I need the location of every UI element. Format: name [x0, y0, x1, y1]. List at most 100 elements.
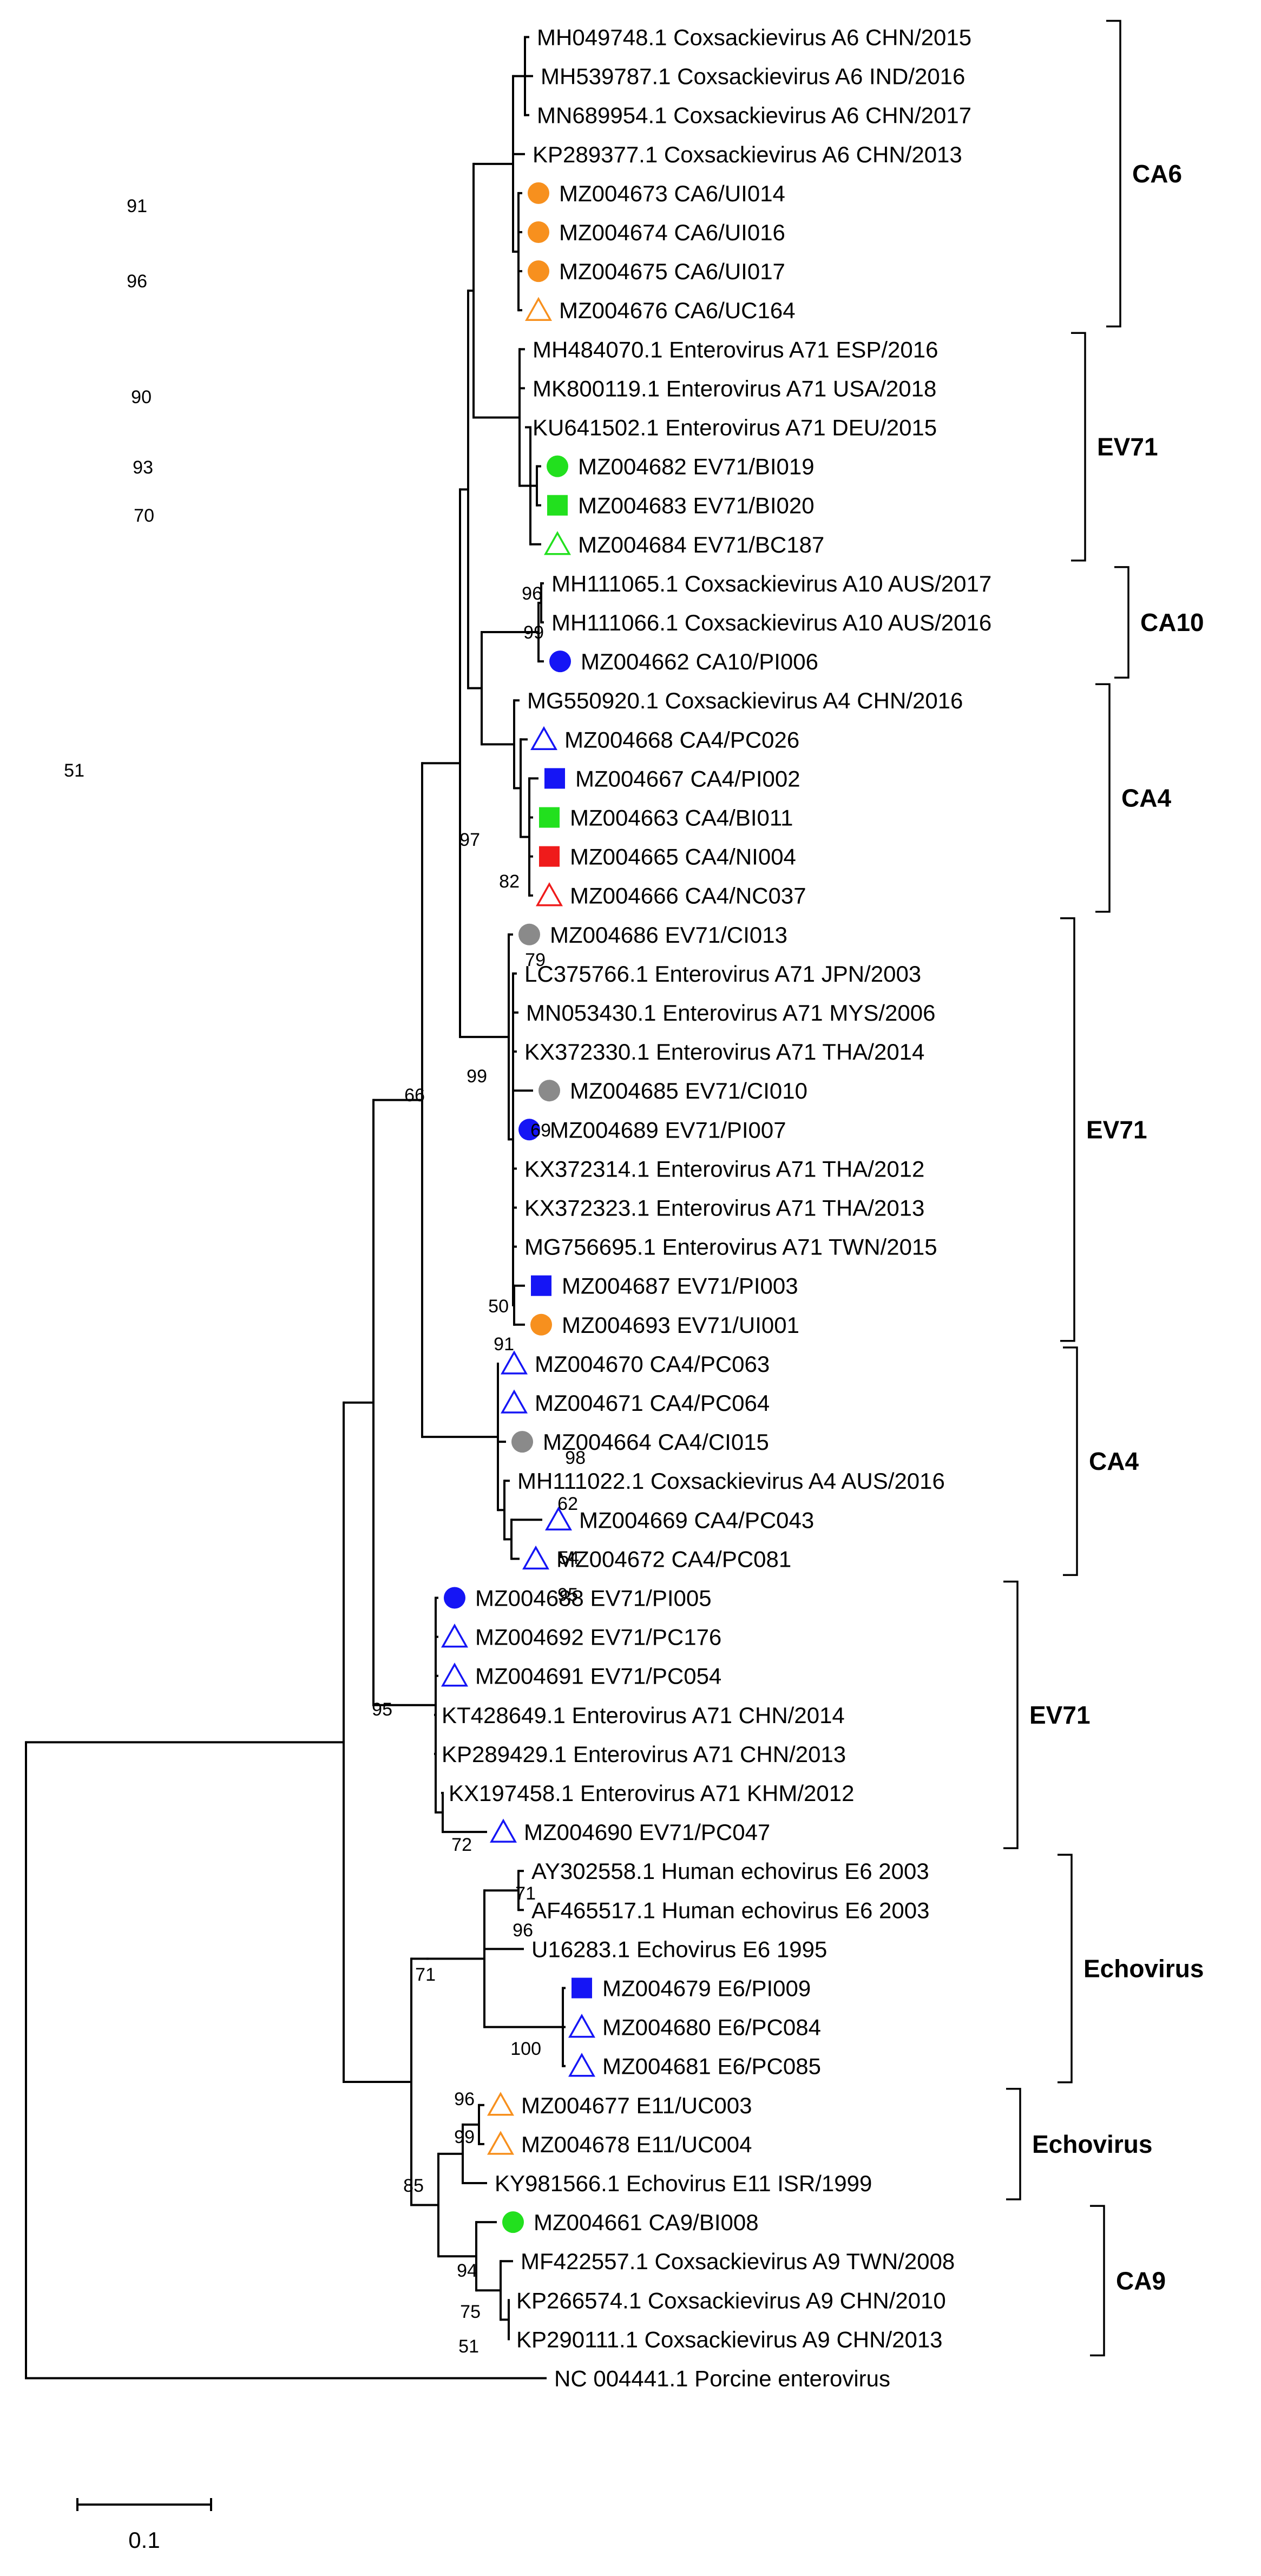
taxon-label: MZ004680 E6/PC084 — [602, 2015, 821, 2040]
bootstrap-value: 71 — [515, 1883, 536, 1904]
taxon-label: MZ004690 EV71/PC047 — [524, 1819, 770, 1845]
bootstrap-value: 66 — [404, 1085, 425, 1106]
bootstrap-value: 99 — [454, 2127, 475, 2147]
taxon-label: MZ004688 EV71/PI005 — [475, 1586, 712, 1611]
marker-square-blue — [572, 1977, 592, 1999]
marker-triangle-blue — [441, 1662, 468, 1687]
bootstrap-value: 94 — [457, 2260, 477, 2281]
taxon-label: MZ004663 CA4/BI011 — [570, 805, 793, 831]
taxon-label: MZ004674 CA6/UI016 — [559, 220, 785, 245]
clade-label: CA9 — [1116, 2266, 1166, 2295]
clade-label: EV71 — [1029, 1701, 1091, 1729]
bootstrap-value: 96 — [454, 2089, 475, 2110]
marker-triangle-green — [544, 531, 571, 555]
marker-square-blue — [531, 1275, 551, 1296]
bootstrap-value: 91 — [494, 1334, 514, 1355]
marker-circle-blue — [518, 1119, 540, 1141]
marker-triangle-blue — [530, 726, 557, 751]
bootstrap-value: 98 — [565, 1448, 586, 1468]
taxon-label: MZ004666 CA4/NC037 — [570, 883, 806, 909]
taxon-label: KY981566.1 Echovirus E11 ISR/1999 — [495, 2171, 872, 2196]
bootstrap-value: 91 — [127, 196, 147, 216]
taxon-label: MZ004677 E11/UC003 — [521, 2093, 752, 2118]
marker-circle-gray — [511, 1431, 533, 1453]
marker-circle-blue — [549, 650, 571, 673]
marker-triangle-orange — [487, 2131, 514, 2155]
taxon-label: MZ004681 E6/PC085 — [602, 2054, 821, 2079]
clade-bracket — [1095, 683, 1111, 913]
taxon-label: KU641502.1 Enterovirus A71 DEU/2015 — [533, 415, 937, 441]
bootstrap-value: 99 — [523, 622, 544, 643]
bootstrap-value: 69 — [530, 1120, 551, 1141]
taxon-label: MZ004687 EV71/PI003 — [562, 1273, 798, 1299]
taxon-label: MZ004684 EV71/BC187 — [578, 532, 824, 557]
bootstrap-value: 85 — [403, 2176, 424, 2196]
taxon-label: KP289429.1 Enterovirus A71 CHN/2013 — [442, 1742, 846, 1767]
taxon-label: MG756695.1 Enterovirus A71 TWN/2015 — [524, 1234, 937, 1260]
bootstrap-value: 95 — [372, 1699, 392, 1720]
taxon-label: MF422557.1 Coxsackievirus A9 TWN/2008 — [521, 2249, 955, 2274]
marker-circle-orange — [530, 1313, 552, 1336]
clade-bracket — [1114, 566, 1129, 679]
clade-bracket — [1106, 19, 1121, 327]
taxon-label: MZ004686 EV71/CI013 — [550, 922, 787, 948]
bootstrap-value: 100 — [510, 2039, 541, 2059]
taxon-label: MK800119.1 Enterovirus A71 USA/2018 — [533, 376, 936, 401]
bootstrap-value: 96 — [522, 583, 542, 604]
bootstrap-value: 96 — [127, 271, 147, 292]
taxon-label: MH049748.1 Coxsackievirus A6 CHN/2015 — [537, 25, 971, 50]
taxon-label: MZ004676 CA6/UC164 — [559, 298, 796, 323]
bootstrap-value: 79 — [525, 950, 546, 970]
taxon-label: MZ004662 CA10/PI006 — [581, 649, 818, 674]
marker-circle-blue — [444, 1587, 465, 1609]
taxon-label: KP289377.1 Coxsackievirus A6 CHN/2013 — [533, 142, 962, 167]
taxon-label: MG550920.1 Coxsackievirus A4 CHN/2016 — [527, 688, 963, 713]
marker-triangle-blue — [501, 1350, 528, 1375]
taxon-label: MZ004692 EV71/PC176 — [475, 1625, 721, 1650]
bootstrap-value: 93 — [133, 457, 153, 478]
taxon-label: MZ004685 EV71/CI010 — [570, 1078, 807, 1103]
marker-triangle-blue — [490, 1818, 517, 1843]
marker-triangle-blue — [545, 1506, 572, 1531]
taxon-label: KP266574.1 Coxsackievirus A9 CHN/2010 — [516, 2288, 946, 2313]
clade-label: EV71 — [1097, 433, 1158, 461]
taxon-label: MH539787.1 Coxsackievirus A6 IND/2016 — [541, 64, 965, 89]
clade-bracket — [1090, 2205, 1105, 2357]
taxon-label: MZ004672 CA4/PC081 — [556, 1546, 791, 1572]
clade-label: CA4 — [1121, 784, 1171, 812]
marker-circle-orange — [528, 182, 549, 204]
clade-bracket — [1060, 917, 1075, 1342]
taxon-labels: MH049748.1 Coxsackievirus A6 CHN/2015MH5… — [442, 25, 991, 2391]
clade-bracket — [1003, 1580, 1019, 1849]
bootstrap-value: 70 — [134, 505, 154, 526]
taxon-label: MZ004683 EV71/BI020 — [578, 493, 815, 518]
bootstrap-value: 50 — [488, 1296, 509, 1317]
taxon-label: MZ004678 E11/UC004 — [521, 2132, 752, 2157]
clade-label: CA10 — [1140, 608, 1204, 636]
bootstrap-value: 96 — [513, 1920, 533, 1941]
marker-triangle-orange — [525, 297, 552, 321]
taxon-label: MZ004673 CA6/UI014 — [559, 181, 785, 206]
taxon-label: MH484070.1 Enterovirus A71 ESP/2016 — [533, 337, 938, 362]
clade-bracket — [1058, 1854, 1073, 2084]
bootstrap-value: 51 — [64, 760, 84, 781]
clade-label: CA4 — [1089, 1447, 1139, 1475]
taxon-label: MN689954.1 Coxsackievirus A6 CHN/2017 — [537, 103, 971, 128]
taxon-label: MZ004682 EV71/BI019 — [578, 454, 815, 479]
marker-circle-green — [547, 455, 568, 477]
bootstrap-value: 72 — [451, 1835, 472, 1855]
taxon-label: MZ004675 CA6/UI017 — [559, 259, 785, 284]
clade-label: Echovirus — [1032, 2130, 1152, 2158]
taxon-label: KX197458.1 Enterovirus A71 KHM/2012 — [449, 1780, 854, 1806]
clade-bracket — [1071, 332, 1086, 562]
bootstrap-value: 62 — [557, 1494, 578, 1514]
taxon-label: MZ004664 CA4/CI015 — [543, 1429, 769, 1455]
clade-label: CA6 — [1132, 160, 1182, 188]
marker-circle-green — [502, 2211, 524, 2233]
bootstrap-value: 71 — [415, 1964, 436, 1985]
bootstrap-value: 97 — [459, 830, 480, 850]
marker-triangle-blue — [501, 1389, 528, 1414]
taxon-label: LC375766.1 Enterovirus A71 JPN/2003 — [524, 961, 921, 987]
marker-circle-orange — [528, 260, 549, 282]
